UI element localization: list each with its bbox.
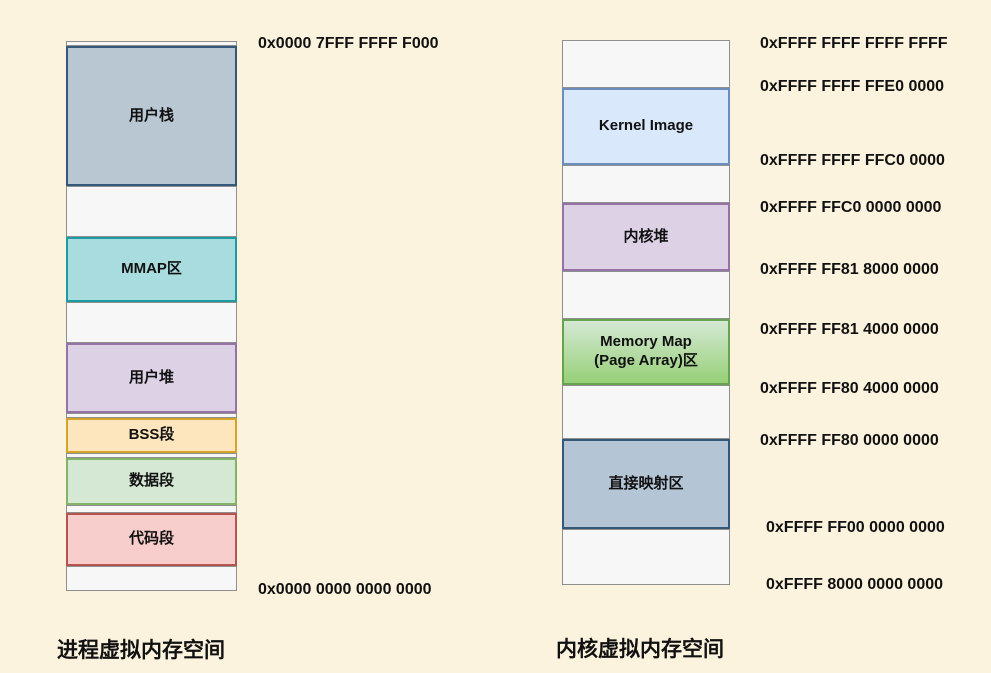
memory-gap xyxy=(562,40,730,88)
kernel-memory-column: Kernel Image 内核堆 Memory Map (Page Array)区直… xyxy=(562,0,730,673)
address-label: 0xFFFF FF00 0000 0000 xyxy=(766,519,945,536)
address-label: 0xFFFF FF81 8000 0000 xyxy=(760,261,939,278)
memory-gap xyxy=(66,186,237,237)
memory-segment-mmap-area: MMAP区 xyxy=(66,237,237,302)
memory-gap xyxy=(562,529,730,585)
memory-gap xyxy=(66,302,237,343)
address-label: 0xFFFF FFC0 0000 0000 xyxy=(760,199,942,216)
address-label: 0xFFFF FFFF FFFF FFFF xyxy=(760,35,948,52)
address-label: 0xFFFF FF80 4000 0000 xyxy=(760,380,939,397)
memory-gap xyxy=(562,385,730,439)
address-label: 0xFFFF FFFF FFC0 0000 xyxy=(760,152,945,169)
memory-segment-direct-mapping-area: 直接映射区 xyxy=(562,439,730,529)
memory-gap xyxy=(562,165,730,203)
address-label: 0x0000 7FFF FFFF F000 xyxy=(258,35,439,52)
memory-segment-data-segment: 数据段 xyxy=(66,458,237,505)
address-label: 0x0000 0000 0000 0000 xyxy=(258,581,432,598)
memory-segment-kernel-heap: 内核堆 xyxy=(562,203,730,271)
memory-gap xyxy=(66,453,237,458)
memory-gap xyxy=(66,41,237,46)
address-label: 0xFFFF FF80 0000 0000 xyxy=(760,432,939,449)
memory-gap xyxy=(66,566,237,591)
address-label: 0xFFFF FFFF FFE0 0000 xyxy=(760,78,945,95)
process-memory-column: 用户栈 MMAP区用户堆 BSS段数据段代码段 xyxy=(66,0,237,673)
process-space-title: 进程虚拟内存空间 xyxy=(57,639,225,662)
memory-segment-user-stack: 用户栈 xyxy=(66,46,237,186)
address-label: 0xFFFF 8000 0000 0000 xyxy=(766,576,944,593)
address-label: 0xFFFF FF81 4000 0000 xyxy=(760,321,939,338)
memory-gap xyxy=(562,271,730,319)
memory-segment-kernel-image: Kernel Image xyxy=(562,88,730,165)
memory-segment-user-heap: 用户堆 xyxy=(66,343,237,413)
memory-segment-memory-map-area: Memory Map (Page Array)区 xyxy=(562,319,730,385)
memory-gap xyxy=(66,413,237,418)
kernel-space-title: 内核虚拟内存空间 xyxy=(556,638,724,661)
memory-segment-code-segment: 代码段 xyxy=(66,513,237,566)
memory-gap xyxy=(66,505,237,513)
memory-segment-bss-segment: BSS段 xyxy=(66,418,237,453)
